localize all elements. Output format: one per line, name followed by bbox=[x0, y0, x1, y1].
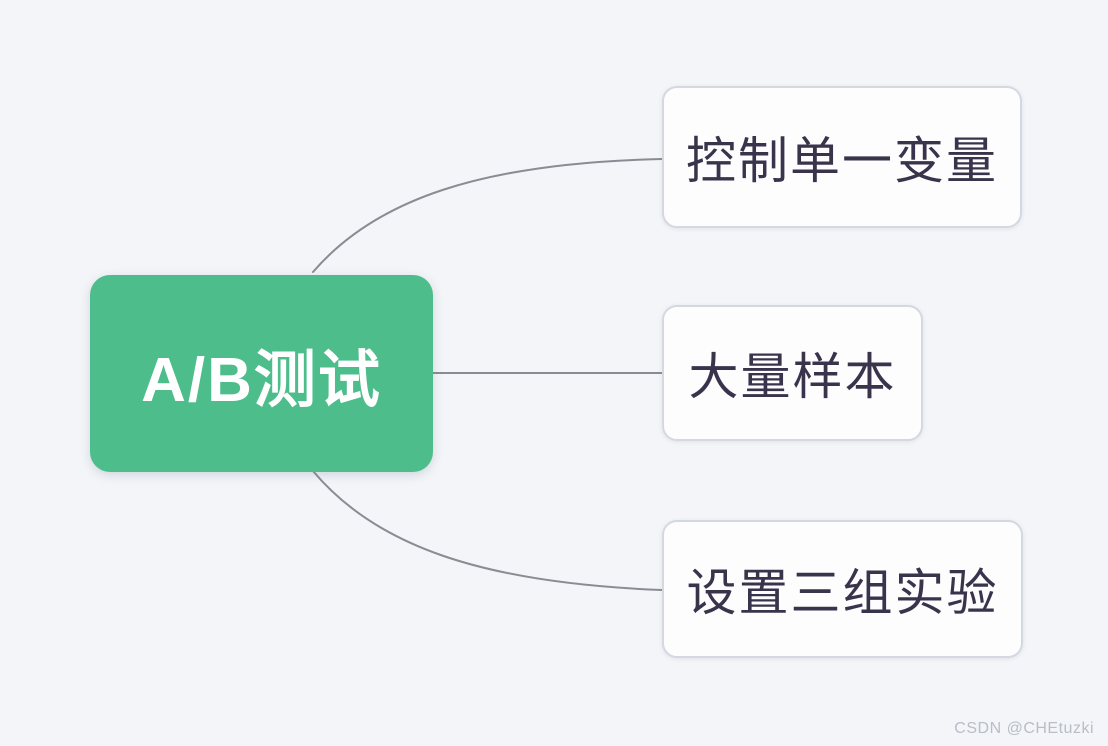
root-node-ab-test[interactable]: A/B测试 bbox=[90, 275, 433, 472]
branch-node-control-single-variable[interactable]: 控制单一变量 bbox=[662, 86, 1022, 228]
branch-node-label: 设置三组实验 bbox=[686, 565, 999, 621]
connector-root-to-branch-3 bbox=[312, 470, 663, 591]
branch-node-label: 控制单一变量 bbox=[686, 133, 998, 189]
branch-node-label: 大量样本 bbox=[688, 349, 897, 405]
connector-root-to-branch-1 bbox=[312, 158, 663, 273]
root-node-label: A/B测试 bbox=[141, 345, 382, 415]
branch-node-large-sample[interactable]: 大量样本 bbox=[662, 305, 923, 441]
watermark-text: CSDN @CHEtuzki bbox=[954, 720, 1094, 737]
branch-node-three-experiment-groups[interactable]: 设置三组实验 bbox=[662, 520, 1023, 658]
